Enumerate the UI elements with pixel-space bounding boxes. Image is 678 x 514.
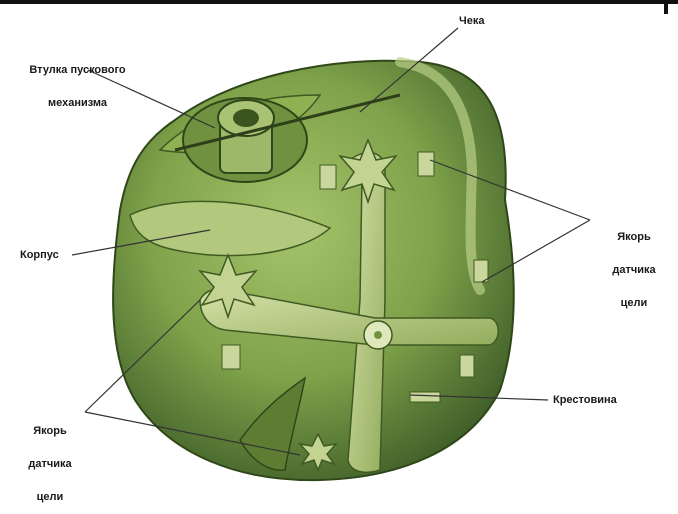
mine-body bbox=[113, 61, 514, 480]
label-yakor-left-3: цели bbox=[14, 492, 86, 503]
anchor-block-5 bbox=[222, 345, 240, 369]
label-yakor-right-2: датчика bbox=[598, 265, 670, 276]
label-korpus: Корпус bbox=[20, 250, 59, 261]
anchor-block-1 bbox=[320, 165, 336, 189]
label-yakor-left: Якорь датчика цели bbox=[14, 404, 86, 514]
sleeve-hole bbox=[233, 109, 259, 127]
label-yakor-left-1: Якорь bbox=[14, 426, 86, 437]
label-yakor-right: Якорь датчика цели bbox=[598, 210, 670, 320]
label-krestovina: Крестовина bbox=[553, 395, 617, 406]
label-vtulka-line1: Втулка пускового bbox=[10, 65, 145, 76]
label-checka: Чека bbox=[459, 16, 484, 27]
krestovina-tab bbox=[410, 392, 440, 402]
label-vtulka: Втулка пускового механизма bbox=[10, 43, 145, 120]
label-yakor-right-3: цели bbox=[598, 298, 670, 309]
label-yakor-left-2: датчика bbox=[14, 459, 86, 470]
anchor-block-4 bbox=[460, 355, 474, 377]
anchor-block-2 bbox=[418, 152, 434, 176]
label-yakor-right-1: Якорь bbox=[598, 232, 670, 243]
cross-hub-center bbox=[374, 331, 382, 339]
label-vtulka-line2: механизма bbox=[10, 98, 145, 109]
anchor-block-3 bbox=[474, 260, 488, 282]
